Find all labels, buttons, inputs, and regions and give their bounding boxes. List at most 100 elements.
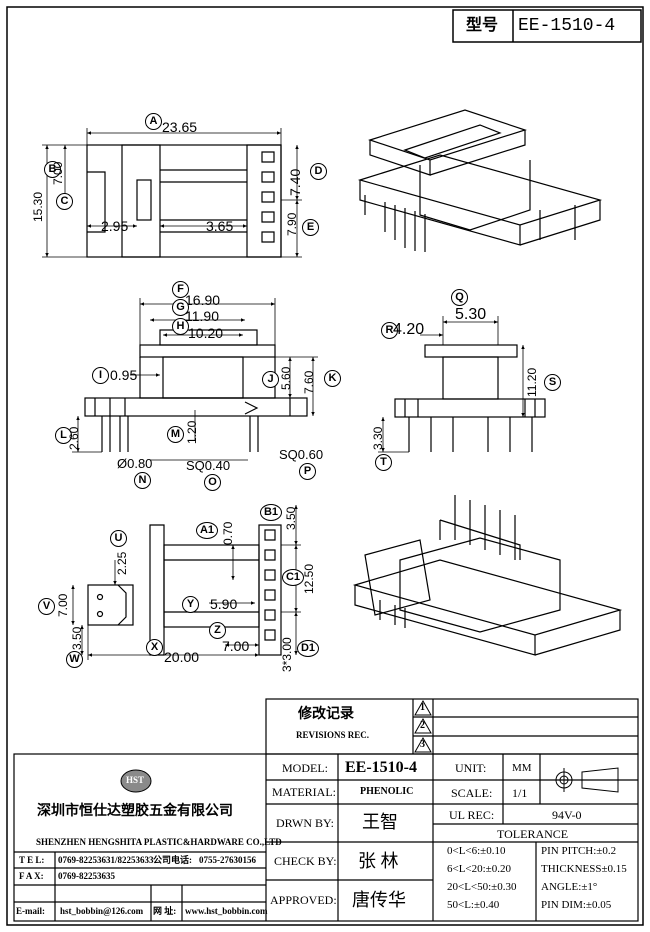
revision-triangles	[414, 699, 432, 753]
tol-right-4: PIN DIM:±0.05	[541, 899, 612, 911]
dim-n: Ø0.80	[117, 456, 153, 471]
callout-u: U	[110, 530, 127, 547]
callout-q: Q	[451, 289, 468, 306]
unit-value: MM	[512, 762, 532, 774]
dim-c: 15.30	[31, 191, 45, 222]
callout-a: A	[145, 113, 162, 130]
dim-d1: 3*3.00	[280, 637, 294, 672]
dim-u: 2.25	[115, 551, 129, 575]
unit-label: UNIT:	[455, 761, 487, 775]
email-value: hst_bobbin@126.com	[60, 906, 144, 916]
tol-right-2: THICKNESS±0.15	[541, 863, 627, 875]
hst-logo	[120, 769, 152, 793]
phone-label: 公司电话:	[153, 855, 192, 865]
dim-h2: 3.65	[206, 218, 234, 234]
ul-label: UL REC:	[449, 808, 495, 822]
dim-d: 7.40	[287, 168, 303, 196]
dim-k: 7.60	[302, 370, 316, 394]
dim-f: 16.90	[185, 292, 221, 308]
dim-h1: 2.95	[101, 218, 129, 234]
iso-view-top	[357, 109, 603, 252]
tel-label: T E L:	[19, 855, 45, 865]
rev-mark-3: 3	[420, 739, 425, 750]
phone-value: 0755-27630156	[199, 855, 256, 865]
dim-l: 2.60	[67, 426, 81, 450]
dim-y: 5.90	[210, 596, 238, 612]
revisions-subtitle: REVISIONS REC.	[296, 730, 370, 740]
callout-d: D	[310, 163, 327, 180]
dim-g: 11.90	[185, 308, 219, 324]
dim-h: 10.20	[188, 325, 224, 341]
callout-m: M	[167, 426, 184, 443]
callout-h: H	[172, 318, 189, 335]
dim-o: SQ0.40	[186, 458, 231, 473]
callout-s: S	[544, 374, 561, 391]
approved-label: APPROVED:	[270, 893, 337, 907]
dim-p: SQ0.60	[279, 447, 324, 462]
callout-k: K	[324, 370, 341, 387]
tol-right-1: PIN PITCH:±0.2	[541, 845, 617, 857]
projection-symbol	[552, 767, 619, 793]
callout-d1: D1	[297, 640, 319, 657]
model-label: MODEL:	[282, 761, 328, 775]
title-block	[13, 753, 639, 922]
front-view	[84, 329, 308, 452]
callout-p: P	[299, 463, 316, 480]
tel-value: 0769-82253631/82253633	[58, 855, 154, 865]
email-label: E-mail:	[16, 906, 45, 916]
dim-v: 7.00	[56, 593, 70, 617]
callout-r: R	[381, 322, 398, 339]
company-name-cn: 深圳市恒仕达塑胶五金有限公司	[37, 804, 233, 819]
callout-z: Z	[209, 622, 226, 639]
tol-left-3: 20<L<50:±0.30	[447, 881, 517, 893]
ul-value: 94V-0	[552, 808, 582, 822]
dim-c1: 12.50	[302, 563, 316, 594]
fax-value: 0769-82253635	[58, 871, 115, 881]
top-view	[86, 144, 282, 258]
tol-left-1: 0<L<6:±0.10	[447, 845, 506, 857]
dim-j: 5.60	[279, 366, 293, 390]
fax-label: F A X:	[19, 871, 44, 881]
callout-t: T	[375, 454, 392, 471]
dim-i: 0.95	[110, 367, 138, 383]
tol-left-4: 50<L:±0.40	[447, 899, 500, 911]
callout-n: N	[134, 472, 151, 489]
tolerance-label: TOLERANCE	[497, 827, 569, 841]
callout-e: E	[302, 219, 319, 236]
title-box	[452, 9, 642, 43]
callout-a1: A1	[196, 522, 218, 539]
scale-value: 1/1	[512, 786, 528, 800]
dim-s: 11.20	[525, 367, 539, 397]
dim-x: 20.00	[164, 649, 200, 665]
dim-z: 7.00	[222, 638, 250, 654]
check-value: 张 林	[358, 851, 399, 871]
scale-label: SCALE:	[451, 786, 493, 800]
logo-text: HST	[126, 775, 145, 785]
company-name-en: SHENZHEN HENGSHITA PLASTIC&HARDWARE CO.,…	[36, 837, 282, 847]
part-number: EE-1510-4	[518, 16, 616, 36]
approved-value: 唐传华	[352, 890, 406, 910]
dim-b: 7.00	[51, 161, 65, 185]
callout-f: F	[172, 281, 189, 298]
callout-g: G	[172, 299, 189, 316]
callout-y: Y	[182, 596, 199, 613]
callout-i: I	[92, 367, 109, 384]
tol-right-3: ANGLE:±1°	[541, 881, 598, 893]
callout-v: V	[38, 598, 55, 615]
callout-c: C	[56, 193, 73, 210]
callout-b1: B1	[260, 504, 282, 521]
dim-b1: 3.50	[284, 506, 298, 530]
dim-m: 1.20	[185, 420, 199, 444]
dim-t: 3.30	[371, 426, 385, 450]
callout-x: X	[146, 639, 163, 656]
callout-j: J	[262, 371, 279, 388]
dim-e: 7.90	[285, 212, 299, 236]
material-value: PHENOLIC	[360, 786, 414, 797]
callout-o: O	[204, 474, 221, 491]
model-value: EE-1510-4	[345, 759, 417, 776]
dim-a: 23.65	[162, 119, 198, 135]
dim-q: 5.30	[455, 306, 487, 323]
iso-view-bottom	[352, 495, 623, 656]
rev-mark-1: 1	[420, 702, 425, 713]
